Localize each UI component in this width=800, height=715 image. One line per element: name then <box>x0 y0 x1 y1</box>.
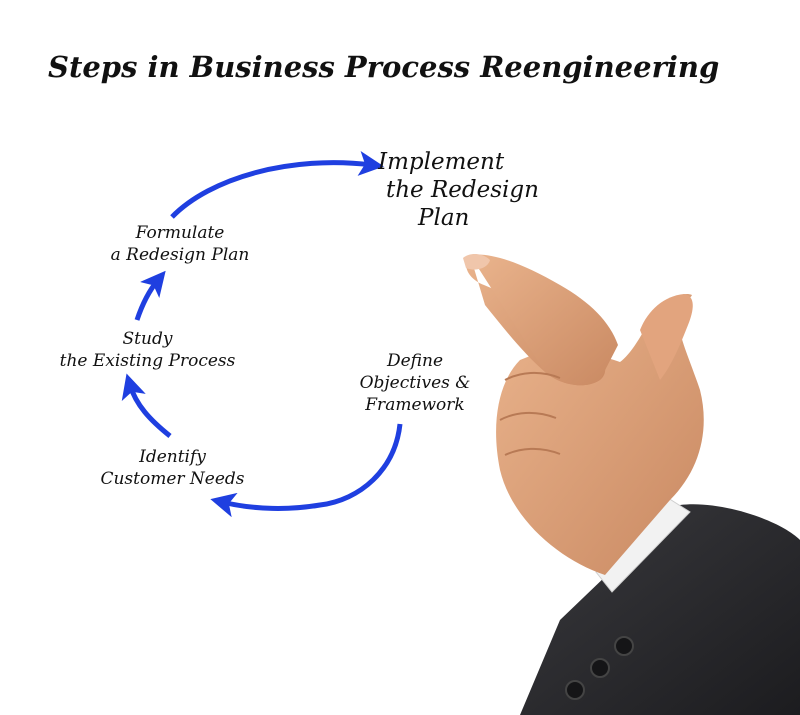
step-study: Study the Existing Process <box>59 329 236 371</box>
step-implement: Implement the Redesign Plan <box>378 149 539 231</box>
suit-sleeve <box>520 504 800 715</box>
arrow-identify-to-study <box>121 373 172 438</box>
hand-thumb <box>640 294 693 380</box>
fingernail <box>463 254 490 270</box>
step-define: Define Objectives & Framework <box>359 351 471 415</box>
step-formulate: Formulate a Redesign Plan <box>110 223 250 265</box>
sleeve-button <box>590 658 610 678</box>
sleeve-button <box>565 680 585 700</box>
arrow-define-to-identify <box>210 423 403 518</box>
step-identify: Identify Customer Needs <box>100 447 245 489</box>
arrow-formulate-to-implement <box>170 151 384 219</box>
diagram-title: Steps in Business Process Reengineering <box>48 50 720 84</box>
sleeve-button <box>614 636 634 656</box>
arrow-study-to-formulate <box>134 270 166 321</box>
